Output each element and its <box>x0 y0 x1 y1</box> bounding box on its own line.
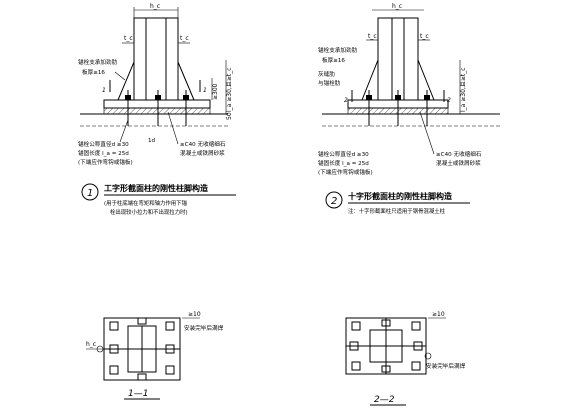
leader-grout <box>167 111 179 145</box>
dim-300-text: ≥300 <box>212 83 219 100</box>
dim-tc-text-2b: t_c <box>420 33 429 40</box>
stiffener-left <box>117 61 135 101</box>
label-bolt-dia: 锚栓公称直径d ≥30 <box>78 140 129 148</box>
section-1-dim-text: ≥10 <box>188 311 201 318</box>
column-2-outline <box>377 17 419 101</box>
base-plate <box>103 99 211 109</box>
bolt-plate <box>413 341 423 351</box>
section-2-weld-label: 安装完毕后满焊 <box>426 362 466 370</box>
detail-2-number: 2 <box>331 196 337 207</box>
cut-mark-2-text-left: 2 <box>344 97 348 104</box>
detail-1-note-2: 栓出现较小拉力和不出现拉力时) <box>110 208 188 216</box>
leader-plate <box>114 71 126 81</box>
section-2-weld-circle <box>424 352 432 360</box>
leader-bolt <box>119 119 129 143</box>
label-stiffener2: 灰缝肋 <box>318 70 335 78</box>
section-2-bolts <box>349 319 423 373</box>
detail-1: h_c t_c t_c 1 1 锚栓支承加劲肋 板厚≥16 <box>78 3 236 216</box>
bolt-plate <box>109 344 119 354</box>
dim-hc-text-2: h_c <box>392 3 402 10</box>
bolt-plate <box>109 321 119 331</box>
section-2-2: ≥10 安装完毕后满焊 2—2 <box>345 311 466 406</box>
label-grout: ≥C40 无收缩细石 <box>180 140 226 148</box>
detail-1-number: 1 <box>87 188 93 199</box>
leader-grout-2 <box>419 111 435 155</box>
label-stiffener3: 与锚栓肋 <box>318 79 341 87</box>
section-1-mark-circle <box>96 345 104 353</box>
bolt-plate <box>165 365 175 375</box>
label-stiffener: 锚栓支承加劲肋 <box>78 58 118 66</box>
section-1-bolts <box>109 317 175 381</box>
bolt-plate <box>165 344 175 354</box>
dim-tc-text-2: t_c <box>368 33 377 40</box>
cut-mark-text-left: 1 <box>102 87 106 94</box>
bolt-plate <box>137 373 147 381</box>
label-bolt-note-2: (下端应作弯钩或锚板) <box>318 168 373 176</box>
section-2-title: 2—2 <box>374 395 395 405</box>
label-bolt-note: (下端应作弯钩或锚板) <box>78 158 133 166</box>
cut-mark-text-right: 1 <box>203 87 207 94</box>
section-1-weld-label: 安装完毕后满焊 <box>184 324 224 332</box>
section-2-dim-text: ≥10 <box>432 311 445 318</box>
detail-1-note-1: (用于柱底端在弯矩和轴力作用下锚 <box>104 199 188 207</box>
grout-layer <box>103 107 211 115</box>
bolt-plate <box>109 365 119 375</box>
detail-2: h_c t_c t_c 2 2 锚栓支承加劲肋 板厚≥16 灰缝肋 与锚栓肋 l… <box>318 3 500 215</box>
bolt-plate <box>411 321 421 331</box>
bolt-plate <box>349 341 359 351</box>
cut-mark-2-text-right: 2 <box>447 97 451 104</box>
label-bolt-dia-2: 锚栓公称直径d ≥30 <box>318 150 369 158</box>
grout-layer-2 <box>347 107 449 115</box>
section-1-mark-text: h_c <box>86 341 96 348</box>
column-1-outline <box>133 17 179 101</box>
detail-2-title: 十字形截面柱的刚性柱脚构造 <box>348 191 452 201</box>
label-grout-2b: 混凝土或铁屑砂浆 <box>436 159 481 167</box>
detail-2-note-1: 注：十字形截面柱只适用于钢骨混凝土柱 <box>348 207 446 215</box>
dim-tc-left-text: t_c <box>124 35 133 42</box>
dim-hc-text: h_c <box>150 3 160 10</box>
detail-1-title: 工字形截面柱的刚性柱脚构造 <box>104 183 208 193</box>
bolt-plate <box>381 319 391 327</box>
section-1-title: 1—1 <box>128 389 148 399</box>
bolt-plate <box>411 361 421 371</box>
stiffener-right-2 <box>417 59 435 101</box>
bolt-plate <box>165 321 175 331</box>
bolt-plate <box>381 365 391 373</box>
bolt-plate <box>351 361 361 371</box>
bolt-plate <box>137 317 147 325</box>
dim-anchor-text-2: l_a ≥30,且≥t_c <box>460 68 467 113</box>
label-grout-2: 混凝土或铁屑砂浆 <box>180 149 225 157</box>
section-1-1: ≥10 安装完毕后满焊 h_c 1—1 <box>86 311 224 400</box>
label-plate-thickness: 板厚≥16 <box>82 68 105 76</box>
bolt-plate <box>351 321 361 331</box>
dim-tc-right-text: t_c <box>180 35 189 42</box>
label-stiffener-2: 锚栓支承加劲肋 <box>318 46 358 54</box>
label-grout-2a: ≥C40 无收缩细石 <box>436 150 482 158</box>
label-anchor-len: 锚固长度 l_a = 25d <box>78 149 129 157</box>
label-plate-thickness-2: 板厚≥16 <box>322 56 345 64</box>
dim-50-text: 50 <box>226 112 233 120</box>
stiffener-left-2 <box>361 59 379 101</box>
label-anchor-len-2: 锚固长度 l_a = 25d <box>318 159 369 167</box>
dim-anchor-text: l_a ≥30,且≥t_c <box>226 68 233 113</box>
detail-1-circle <box>81 183 99 201</box>
detail-2-circle <box>325 191 343 209</box>
label-ld: 1d <box>148 138 156 144</box>
